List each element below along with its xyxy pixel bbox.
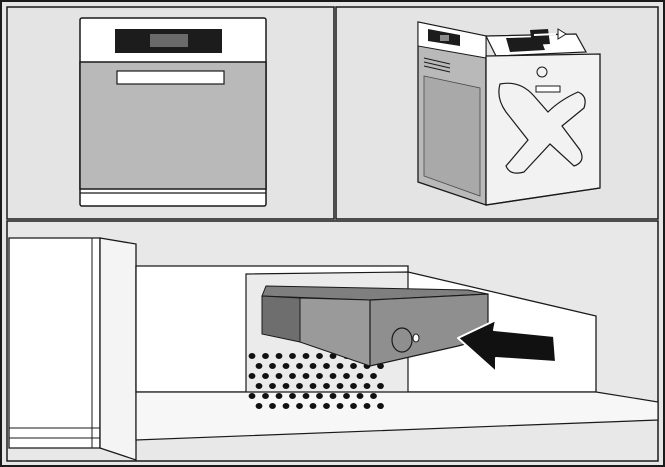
vent-hole: [316, 393, 323, 399]
vent-hole: [323, 363, 330, 369]
vent-hole: [269, 363, 276, 369]
unit-bottom-edge: [485, 187, 601, 206]
vent-hole: [356, 373, 364, 379]
vent-hole: [282, 383, 290, 389]
vent-hole: [323, 403, 330, 409]
display-screen: [150, 34, 188, 47]
vent-hole: [262, 353, 269, 359]
vent-hole: [336, 383, 344, 389]
vent-hole: [289, 393, 296, 399]
module-left-end: [261, 295, 301, 343]
vent-hole: [248, 393, 256, 399]
vent-hole: [370, 393, 377, 399]
unit-louvres: [423, 57, 451, 73]
panel-insertion-closeup: [6, 220, 659, 462]
vent-hole: [296, 383, 303, 389]
vent-hole: [296, 363, 303, 369]
vent-hole: [336, 403, 344, 409]
module-knob: [391, 327, 413, 353]
vent-hole: [248, 373, 256, 379]
vent-hole: [262, 393, 269, 399]
vent-hole: [282, 403, 290, 409]
vent-hole: [269, 383, 276, 389]
vent-hole: [377, 383, 384, 389]
vent-hole: [329, 393, 337, 399]
vent-hole: [275, 353, 283, 359]
cabinet-wall: [8, 237, 101, 449]
unit-x-brace: [498, 82, 586, 174]
arrow-right-icon: [457, 319, 557, 373]
vent-hole: [316, 353, 323, 359]
unit-door-glass: [423, 75, 481, 197]
vent-hole: [248, 353, 256, 359]
vent-hole: [255, 363, 263, 369]
vent-hole: [343, 393, 350, 399]
panel-oven-rear: [335, 6, 659, 220]
vent-hole: [363, 403, 371, 409]
unit-module-lever: [530, 29, 550, 45]
vent-hole: [316, 373, 323, 379]
vent-hole: [309, 363, 317, 369]
vent-holes: [248, 353, 384, 409]
vent-hole: [336, 363, 344, 369]
panel-oven-front: [6, 6, 335, 220]
vent-hole: [302, 373, 310, 379]
vent-hole: [269, 403, 276, 409]
vent-hole: [356, 393, 364, 399]
vent-hole: [275, 373, 283, 379]
vent-hole: [302, 393, 310, 399]
oven-back-lower: [135, 391, 659, 441]
vent-hole: [275, 393, 283, 399]
vent-hole: [377, 403, 384, 409]
vent-hole: [329, 373, 337, 379]
vent-hole: [370, 373, 377, 379]
vent-hole: [350, 383, 357, 389]
vent-hole: [302, 353, 310, 359]
vent-hole: [255, 383, 263, 389]
vent-hole: [262, 373, 269, 379]
vent-hole: [329, 353, 337, 359]
vent-hole: [350, 363, 357, 369]
vent-hole: [255, 403, 263, 409]
unit-screw-hole: [536, 66, 548, 78]
vent-hole: [309, 403, 317, 409]
vent-hole: [296, 403, 303, 409]
vent-hole: [289, 353, 296, 359]
vent-hole: [323, 383, 330, 389]
unit-display-screen: [440, 35, 449, 41]
vent-hole: [289, 373, 296, 379]
vent-hole: [282, 363, 290, 369]
vent-hole: [363, 383, 371, 389]
module-knob-pin: [412, 333, 420, 343]
unit-arrow: [533, 33, 557, 36]
cabinet-side: [99, 237, 137, 461]
vent-hole: [350, 403, 357, 409]
arrow-right-icon: [557, 28, 567, 40]
door-handle: [116, 70, 225, 85]
vent-hole: [343, 373, 350, 379]
vent-hole: [309, 383, 317, 389]
